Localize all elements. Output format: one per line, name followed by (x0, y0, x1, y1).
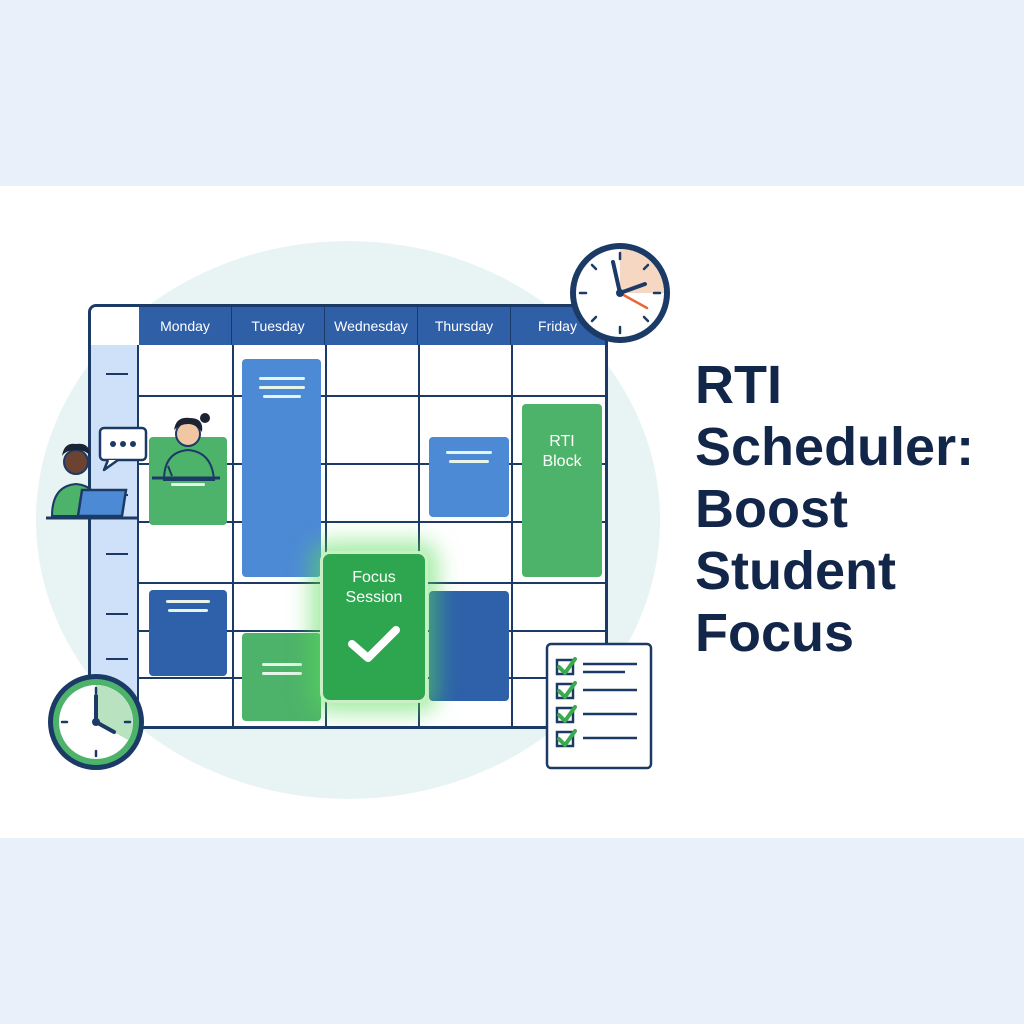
headline: RTI Scheduler: Boost Student Focus (695, 354, 974, 664)
students-illustration (46, 413, 220, 520)
day-header-friday: Friday (538, 318, 577, 334)
grid-line (139, 395, 605, 397)
student-right (152, 413, 220, 481)
chat-bubble-icon (98, 426, 148, 472)
day-header-wednesday: Wednesday (325, 307, 418, 345)
headline-line: Student (695, 541, 896, 601)
text-placeholder-lines (258, 377, 305, 404)
text-placeholder-lines (166, 600, 210, 618)
grid-line (511, 345, 513, 726)
grid-line (139, 463, 605, 465)
day-header-monday: Monday (139, 307, 232, 345)
clock-icon (48, 674, 144, 770)
headline-line: Boost (695, 479, 848, 539)
calendar-corner (91, 307, 139, 345)
focus-session-block[interactable]: Focus Session (320, 551, 428, 703)
time-tick (106, 658, 128, 660)
clock-icon (570, 243, 670, 343)
headline-line: Focus (695, 603, 855, 663)
bottom-band (0, 838, 1024, 1024)
day-header-thursday: Thursday (418, 307, 511, 345)
headline-line: RTI (695, 355, 782, 415)
checklist-icon (545, 642, 653, 770)
rti-block[interactable]: RTI Block (522, 404, 602, 577)
event-block-thursday-navy[interactable] (429, 591, 509, 701)
day-header-tuesday: Tuesday (232, 307, 325, 345)
grid-line (418, 345, 420, 726)
time-tick (106, 553, 128, 555)
event-block-monday-navy[interactable] (149, 590, 227, 676)
laptop-icon (46, 488, 138, 520)
text-placeholder-lines (446, 451, 492, 469)
weekly-calendar: Monday Tuesday Wednesday Thursday Friday (88, 304, 608, 729)
event-block-tuesday-blue[interactable] (242, 359, 321, 577)
text-placeholder-lines (261, 663, 302, 681)
time-tick (106, 613, 128, 615)
grid-line (232, 345, 234, 726)
time-tick (106, 373, 128, 375)
event-block-tuesday-green[interactable] (242, 633, 321, 721)
check-icon (348, 626, 400, 662)
focus-session-label: Focus Session (345, 569, 403, 606)
rti-block-label: RTI Block (542, 433, 582, 470)
calendar-header: Monday Tuesday Wednesday Thursday Friday (139, 307, 605, 345)
headline-line: Scheduler: (695, 417, 975, 477)
time-column (91, 345, 139, 726)
illustration-panel: Monday Tuesday Wednesday Thursday Friday (0, 186, 1024, 838)
top-band (0, 0, 1024, 186)
grid-line (139, 521, 605, 523)
grid-line (325, 345, 327, 726)
event-block-thursday-blue[interactable] (429, 437, 509, 517)
